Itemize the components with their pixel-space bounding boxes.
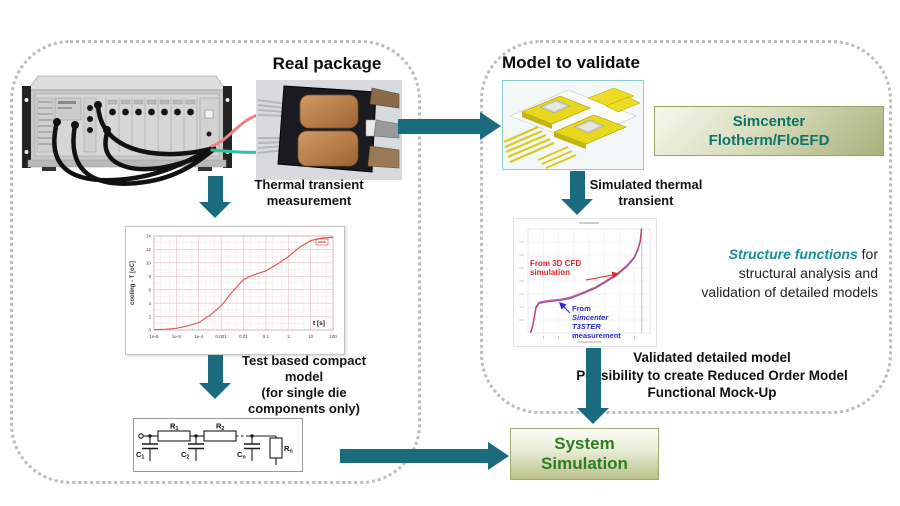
structure-chart-svg — [519, 222, 651, 343]
circuit-label-c1: C1 — [136, 450, 144, 461]
svg-text:t [s]: t [s] — [313, 320, 325, 327]
svg-text:0: 0 — [148, 328, 151, 333]
cooling-curve-chart: 1e-6 1e-5 1e-4 0.001 0.01 0.1 1 10 100 0 2 4 6 8 10 12 1… — [125, 226, 345, 355]
svg-text:0.1: 0.1 — [263, 334, 270, 339]
cooling-chart-svg: 1e-6 1e-5 1e-4 0.001 0.01 0.1 1 10 100 0 2 4 6 8 10 12 1… — [130, 234, 337, 339]
svg-text:4: 4 — [148, 301, 151, 306]
measurement-flow-group — [10, 40, 421, 484]
svg-text:0.01: 0.01 — [239, 334, 248, 339]
svg-text:1e-4: 1e-4 — [194, 334, 204, 339]
system-line2: Simulation — [541, 454, 628, 473]
svg-text:6: 6 — [148, 287, 151, 292]
real-package-title: Real package — [272, 54, 382, 73]
svg-text:1e-6: 1e-6 — [149, 334, 159, 339]
system-simulation-box: System Simulation — [510, 428, 659, 480]
circuit-label-rn: Rn — [284, 444, 293, 455]
cad-model-image — [502, 80, 644, 170]
svg-text:14: 14 — [146, 234, 152, 239]
svg-text:100: 100 — [329, 334, 337, 339]
t3ster-instrument-photo — [22, 75, 232, 171]
circuit-label-cn: Cn — [237, 450, 246, 461]
annotation-from-3d-cfd: From 3D CFD simulation — [530, 259, 582, 278]
circuit-label-c2: C2 — [181, 450, 189, 461]
svg-text:0.001: 0.001 — [215, 334, 227, 339]
svg-text:cooling - T [oC]: cooling - T [oC] — [130, 261, 136, 305]
system-line1: System — [554, 433, 615, 453]
circuit-label-r1: R1 — [170, 422, 178, 433]
svg-text:8: 8 — [148, 274, 151, 279]
structure-functions-note: Structure functions for structural analy… — [701, 246, 878, 300]
simulation-flow-group — [480, 40, 892, 414]
svg-text:1: 1 — [287, 334, 290, 339]
compact-model-label: Test based compact model (for single die… — [241, 353, 367, 416]
validated-model-note: Validated detailed model Possibility to … — [576, 350, 848, 401]
simcenter-line2: Flotherm/FloEFD — [708, 132, 830, 149]
rc-ladder-circuit: R1 R2 C1 C2 Cn Rn — [133, 418, 303, 472]
simulated-transient-label: Simulated thermal transient — [589, 177, 703, 208]
simcenter-flotherm-box: Simcenter Flotherm/FloEFD — [654, 106, 884, 156]
circuit-label-r2: R2 — [216, 422, 224, 433]
thermal-transient-label: Thermal transient measurement — [254, 177, 364, 208]
annotation-from-t3ster: From Simcenter T3STER measurement — [572, 304, 621, 340]
real-package-photo — [256, 80, 402, 180]
model-to-validate-title: Model to validate — [502, 53, 640, 72]
structure-functions-highlight: Structure functions — [728, 246, 858, 262]
green-sense-wire — [210, 148, 264, 154]
red-sense-wire — [210, 112, 264, 148]
simcenter-line1: Simcenter — [732, 112, 806, 130]
svg-text:1e-5: 1e-5 — [172, 334, 182, 339]
svg-text:10: 10 — [308, 334, 314, 339]
svg-text:10: 10 — [146, 261, 152, 266]
rc-circuit-svg: R1 R2 C1 C2 Cn Rn — [136, 422, 293, 465]
svg-text:12: 12 — [146, 247, 152, 252]
structure-function-chart: From 3D CFD simulation From Simcenter T3… — [513, 218, 657, 347]
svg-text:2: 2 — [148, 314, 151, 319]
